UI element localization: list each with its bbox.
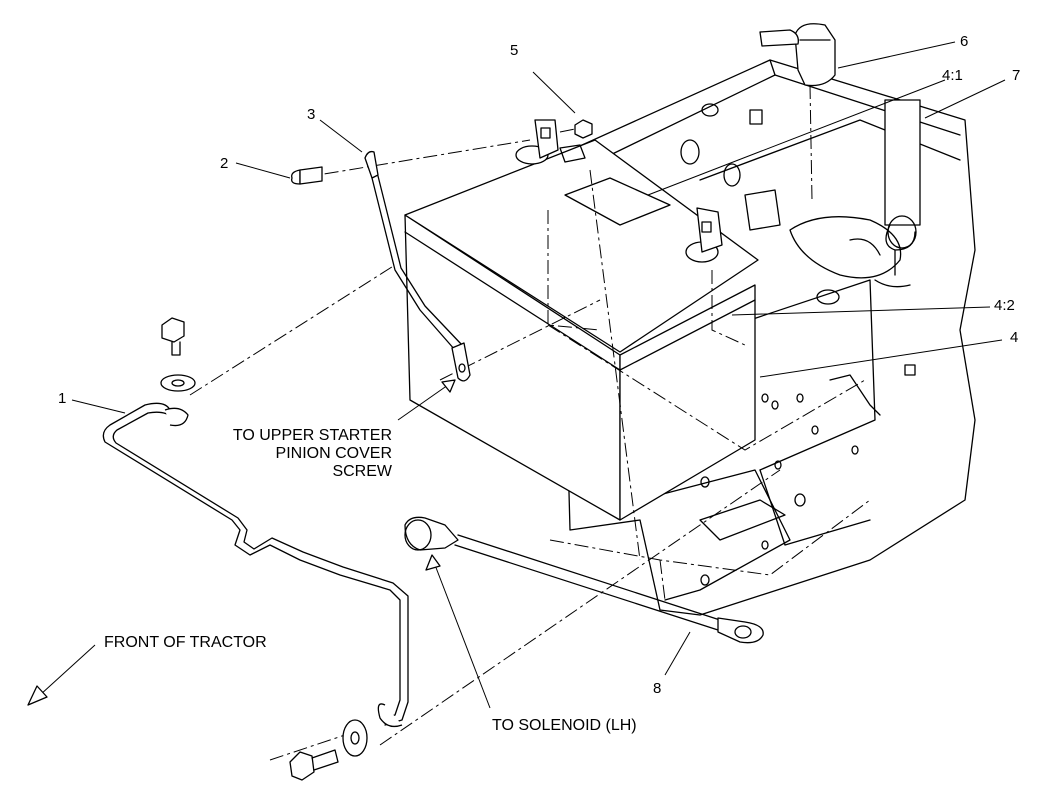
ground-cable-part-3 bbox=[364, 150, 471, 382]
battery-part-4 bbox=[404, 119, 759, 521]
callout-4: 4 bbox=[1010, 329, 1018, 346]
nut-part-5 bbox=[574, 119, 593, 139]
cap-part-6 bbox=[759, 23, 836, 87]
callout-1: 1 bbox=[58, 390, 66, 407]
note-upper-starter-line-3: SCREW bbox=[332, 463, 392, 480]
battery-hold-down bbox=[547, 210, 871, 601]
callout-2: 2 bbox=[220, 155, 228, 172]
bolt-part-2 bbox=[291, 166, 323, 185]
callout-7: 7 bbox=[1012, 67, 1020, 84]
note-upper-starter-line-2: PINION COVER bbox=[276, 445, 392, 462]
hold-down-rod-part-1 bbox=[102, 317, 409, 781]
callout-6: 6 bbox=[960, 33, 968, 50]
note-to-solenoid: TO SOLENOID (LH) bbox=[492, 717, 637, 734]
positive-cable-part-8 bbox=[404, 516, 764, 644]
callout-8: 8 bbox=[653, 680, 661, 697]
note-upper-starter-line-1: TO UPPER STARTER bbox=[233, 427, 392, 444]
callout-5: 5 bbox=[510, 42, 518, 59]
leader-lines bbox=[27, 41, 1006, 709]
note-front-of-tractor: FRONT OF TRACTOR bbox=[104, 634, 267, 651]
callout-4-1: 4:1 bbox=[942, 67, 963, 84]
rod-part-7 bbox=[884, 99, 921, 276]
callout-4-2: 4:2 bbox=[994, 297, 1015, 314]
callout-3: 3 bbox=[307, 106, 315, 123]
